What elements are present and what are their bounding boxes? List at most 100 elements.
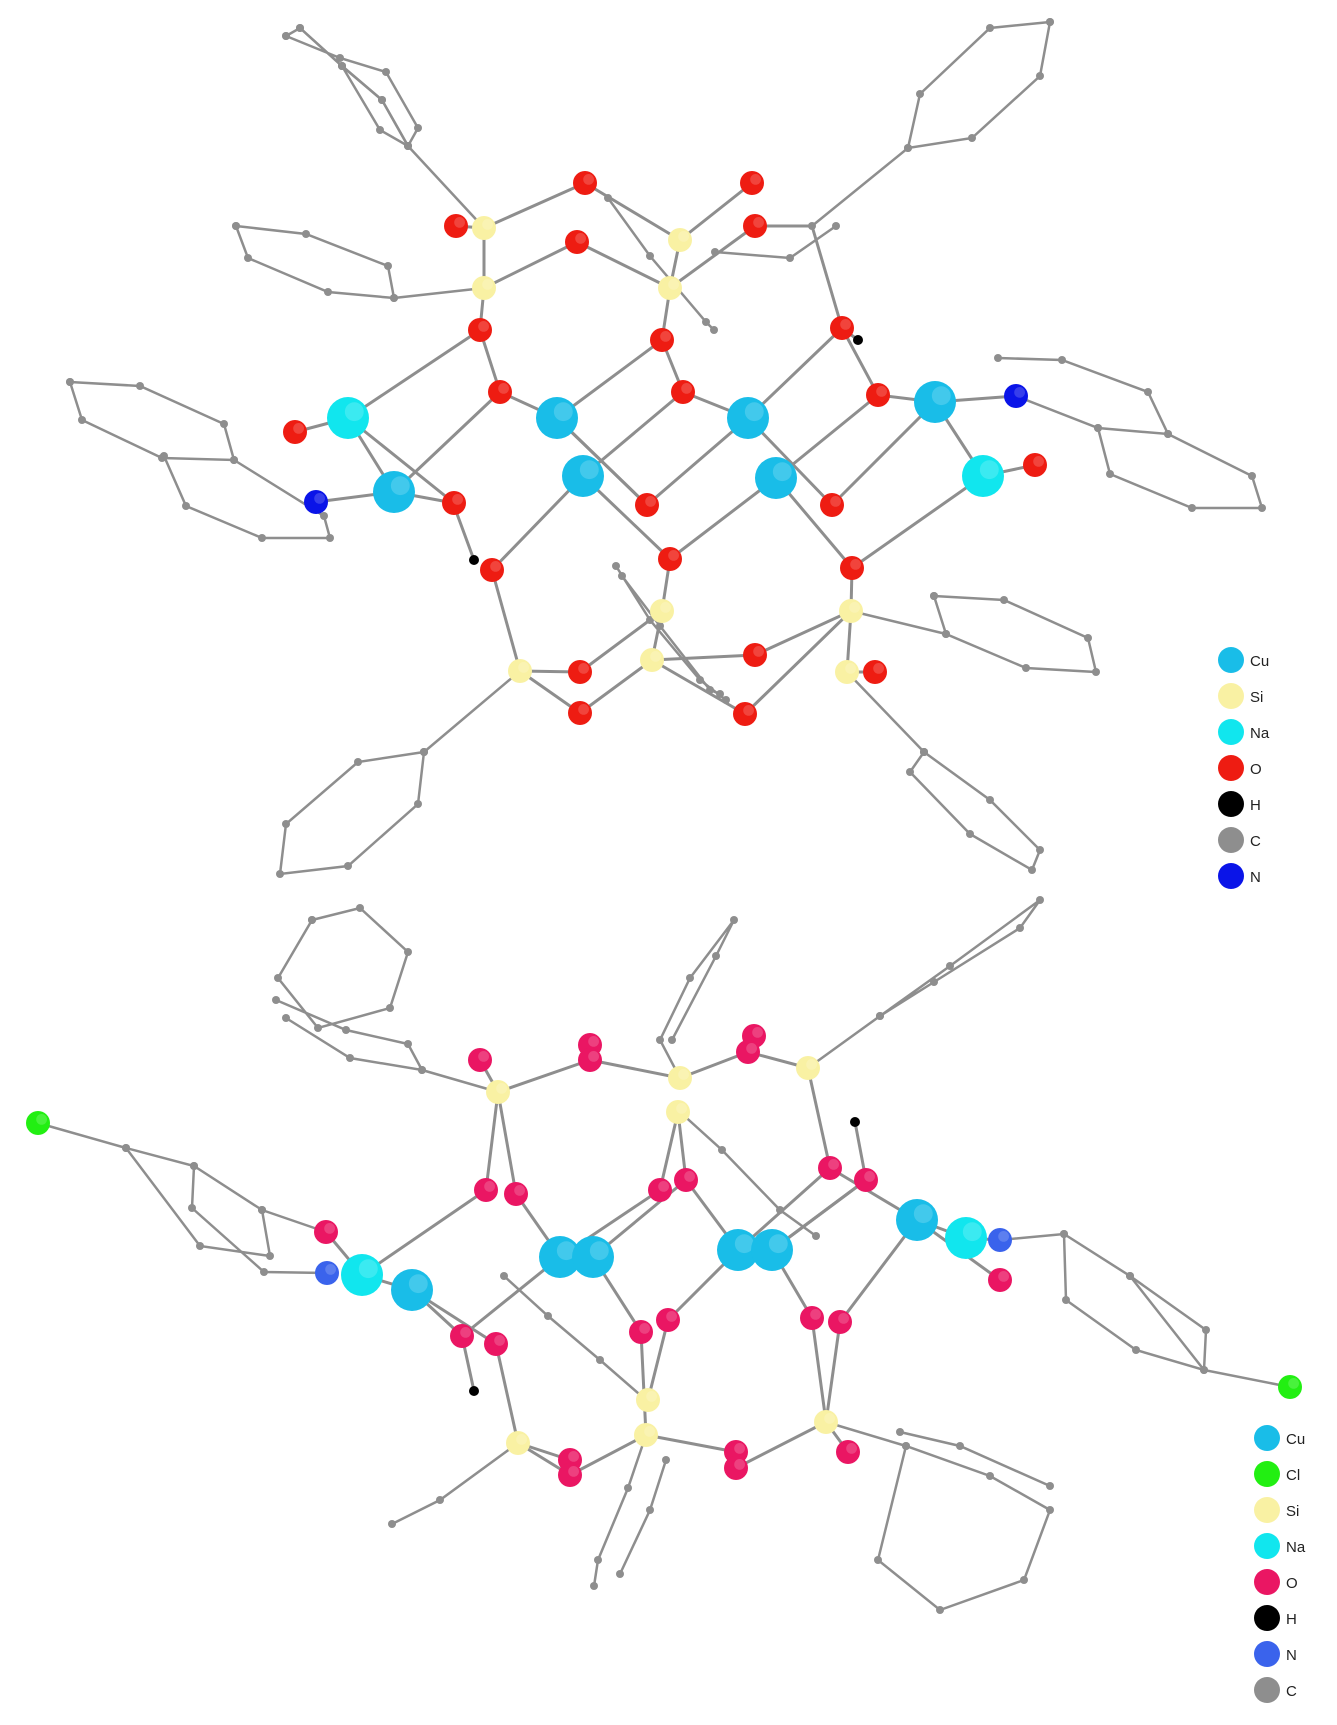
- carbon-atom: [1046, 1506, 1054, 1514]
- bond: [668, 476, 778, 561]
- carbon-atom: [324, 288, 332, 296]
- silicon-atom: [506, 1431, 530, 1455]
- carbon-atom: [336, 54, 344, 62]
- carbon-atom: [354, 758, 362, 766]
- carbon-atom: [1126, 1272, 1134, 1280]
- phenyl-link: [810, 146, 910, 228]
- carbon-atom: [646, 1506, 654, 1514]
- carbon-atom: [876, 1012, 884, 1020]
- carbon-atom: [258, 1206, 266, 1214]
- carbon-atom: [314, 1024, 322, 1032]
- legend-swatch-n: [1254, 1641, 1280, 1667]
- phenyl-ring: [906, 20, 1052, 150]
- carbon-atom: [320, 512, 328, 520]
- legend-swatch-si: [1218, 683, 1244, 709]
- carbon-atom: [904, 144, 912, 152]
- carbon-atom: [1144, 388, 1152, 396]
- carbon-atom: [1106, 470, 1114, 478]
- bond: [482, 181, 587, 230]
- carbon-atom: [414, 124, 422, 132]
- oxygen-atom: [650, 328, 674, 352]
- carbon-atom: [274, 974, 282, 982]
- carbon-atom: [378, 96, 386, 104]
- carbon-atom: [386, 1004, 394, 1012]
- carbon-atom: [1000, 596, 1008, 604]
- carbon-atom: [296, 24, 304, 32]
- carbon-atom: [808, 222, 816, 230]
- oxygen-atom: [468, 1048, 492, 1072]
- carbon-atom: [1094, 424, 1102, 432]
- silicon-atom: [839, 599, 863, 623]
- phenyl-link: [422, 669, 522, 754]
- bond: [678, 181, 754, 242]
- legend-swatch-o: [1218, 755, 1244, 781]
- bond: [650, 653, 757, 662]
- oxygen-atom: [800, 1306, 824, 1330]
- carbon-atom: [656, 1036, 664, 1044]
- bond: [658, 1110, 680, 1192]
- carbon-atom: [1200, 1366, 1208, 1374]
- carbon-atom: [1058, 356, 1066, 364]
- bond: [646, 1318, 670, 1402]
- carbon-atom: [500, 1272, 508, 1280]
- carbon-atom: [244, 254, 252, 262]
- legend-label-si: Si: [1250, 689, 1263, 706]
- bond: [806, 1066, 832, 1170]
- carbon-atom: [718, 1146, 726, 1154]
- bond: [484, 1090, 500, 1192]
- carbon-atom: [1188, 504, 1196, 512]
- bond: [578, 658, 654, 715]
- oxygen-atom: [568, 660, 592, 684]
- oxygen-atom: [565, 230, 589, 254]
- bond: [581, 390, 685, 478]
- structure-bottom: [26, 896, 1302, 1614]
- carbon-atom: [702, 318, 710, 326]
- oxygen-atom: [830, 316, 854, 340]
- carbon-atom: [604, 194, 612, 202]
- carbon-atom: [1092, 668, 1100, 676]
- bond: [360, 1188, 488, 1277]
- silicon-atom: [486, 1080, 510, 1104]
- nitrogen-atom: [304, 490, 328, 514]
- oxygen-atom: [863, 660, 887, 684]
- carbon-atom: [966, 830, 974, 838]
- carbon-atom: [282, 32, 290, 40]
- silicon-atom: [634, 1423, 658, 1447]
- oxygen-atom: [658, 547, 682, 571]
- oxygen-atom: [840, 556, 864, 580]
- phenyl-link: [845, 670, 926, 754]
- carbon-atom: [686, 974, 694, 982]
- legend-label-na: Na: [1250, 725, 1270, 742]
- carbon-atom: [1060, 1230, 1068, 1238]
- legend-label-na: Na: [1286, 1539, 1306, 1556]
- phenyl-fragment: [592, 1433, 648, 1588]
- silicon-atom: [650, 599, 674, 623]
- carbon-atom: [896, 1428, 904, 1436]
- carbon-atom: [646, 616, 654, 624]
- carbon-atom: [902, 1442, 910, 1450]
- sodium-atom: [327, 397, 369, 439]
- carbon-atom: [662, 1456, 670, 1464]
- carbon-atom: [612, 562, 620, 570]
- carbon-atom: [420, 748, 428, 756]
- copper-atom: [717, 1229, 759, 1271]
- carbon-atom: [668, 1036, 676, 1044]
- bond: [639, 1330, 648, 1437]
- legend-swatch-c: [1218, 827, 1244, 853]
- phenyl-ring: [36, 1121, 272, 1258]
- carbon-atom: [646, 252, 654, 260]
- bond: [743, 609, 853, 716]
- carbon-atom: [182, 502, 190, 510]
- phenyl-ring: [274, 998, 425, 1072]
- bond: [518, 669, 582, 715]
- carbon-atom: [390, 294, 398, 302]
- carbon-atom: [404, 142, 412, 150]
- nitrogen-atom: [1004, 384, 1028, 408]
- phenyl-fragment: [502, 1274, 648, 1402]
- silicon-atom: [796, 1056, 820, 1080]
- legend-label-o: O: [1250, 761, 1262, 778]
- carbon-atom: [916, 90, 924, 98]
- silicon-atom: [508, 659, 532, 683]
- oxygen-atom: [283, 420, 307, 444]
- carbon-atom: [710, 326, 718, 334]
